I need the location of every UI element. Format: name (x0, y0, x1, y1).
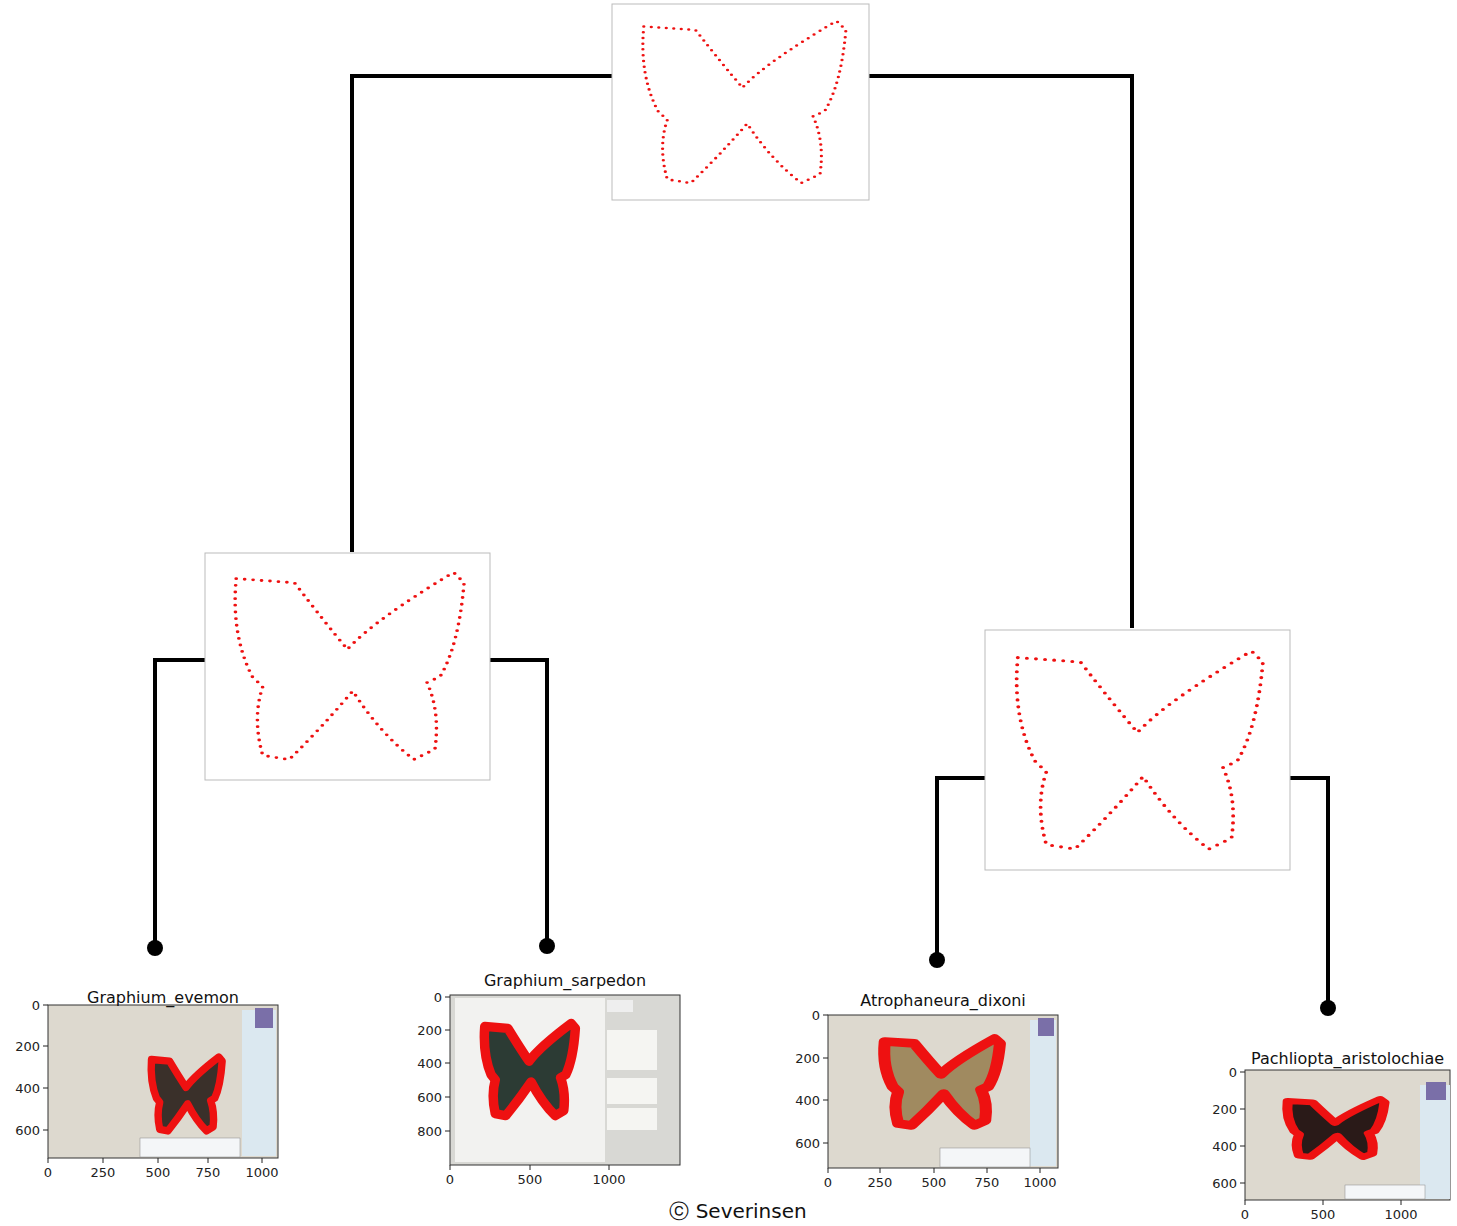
specimen-panel: Pachliopta_aristolochiae (1247, 1049, 1449, 1068)
axis-label: 250 (868, 1175, 893, 1190)
axis-label: 0 (434, 990, 442, 1005)
axis-label: 400 (15, 1081, 40, 1096)
axis-tick (828, 1168, 829, 1173)
axis-tick (450, 1165, 451, 1170)
axis-label: 400 (1212, 1139, 1237, 1154)
axis-tick (823, 1143, 828, 1144)
axis-tick (43, 997, 1401, 1205)
species-title: Graphium_sarpedon (482, 971, 648, 990)
axis-label: 600 (417, 1090, 442, 1105)
specimen-image (48, 995, 1450, 1200)
axis-tick (43, 1046, 48, 1047)
axis-label: 500 (146, 1165, 171, 1180)
axis-tick (445, 1131, 450, 1132)
axis-tick (1040, 1168, 1041, 1173)
outline-plot (205, 4, 1290, 870)
axis-label: 0 (1241, 1207, 1249, 1222)
species-title: Graphium_evemon (85, 988, 241, 1007)
axis-tick (43, 1088, 48, 1089)
specimen-panel: Atrophaneura_dixoni (856, 991, 1030, 1010)
axis-tick (1245, 1200, 1246, 1205)
axis-tick (823, 1015, 828, 1016)
axis-tick (1240, 1183, 1245, 1184)
axis-tick (880, 1168, 881, 1173)
axis-label: 0 (446, 1172, 454, 1187)
axis-label: 0 (32, 998, 40, 1013)
axis-tick (1240, 1109, 1245, 1110)
axis-label: 0 (812, 1008, 820, 1023)
axis-label: 1000 (592, 1172, 625, 1187)
leaf-dot (147, 938, 1336, 1016)
axis-tick (43, 1130, 48, 1131)
axis-tick (262, 1158, 263, 1163)
axis-label: 500 (1311, 1207, 1336, 1222)
axis-label: 600 (1212, 1176, 1237, 1191)
axis-tick (43, 1005, 48, 1006)
copyright-note: ⓒ Severinsen (666, 1198, 809, 1225)
axis-label: 500 (922, 1175, 947, 1190)
axis-label: 400 (795, 1093, 820, 1108)
axis-tick (1240, 1072, 1245, 1073)
axis-tick (1240, 1146, 1245, 1147)
axis-label: 0 (1229, 1065, 1237, 1080)
axis-label: 400 (417, 1056, 442, 1071)
axis-label: 500 (518, 1172, 543, 1187)
axis-tick (823, 1100, 828, 1101)
axis-label: 250 (91, 1165, 116, 1180)
axis-tick (609, 1165, 610, 1170)
axis-tick (103, 1158, 104, 1163)
axis-label: 750 (196, 1165, 221, 1180)
axis-tick (445, 1030, 450, 1031)
axis-label: 1000 (245, 1165, 278, 1180)
axis-tick (1401, 1200, 1402, 1205)
tree-bracket (155, 76, 1328, 1006)
axis-label: 600 (15, 1123, 40, 1138)
axis-tick (445, 997, 450, 998)
species-title: Pachliopta_aristolochiae (1249, 1049, 1446, 1068)
axis-label: 800 (417, 1124, 442, 1139)
axis-label: 0 (824, 1175, 832, 1190)
axis-tick (208, 1158, 209, 1163)
axis-tick (445, 1063, 450, 1064)
axis-label: 200 (15, 1039, 40, 1054)
axis-label: 200 (1212, 1102, 1237, 1117)
axis-label: 0 (44, 1165, 52, 1180)
axis-tick (530, 1165, 531, 1170)
axis-label: 750 (975, 1175, 1000, 1190)
species-title: Atrophaneura_dixoni (858, 991, 1028, 1010)
axis-tick (48, 1158, 49, 1163)
specimen-panel: Graphium_evemon (83, 988, 243, 1007)
axis-tick (445, 1097, 450, 1098)
axis-tick (158, 1158, 159, 1163)
axis-label: 1000 (1384, 1207, 1417, 1222)
axis-label: 600 (795, 1136, 820, 1151)
axis-label: 200 (795, 1051, 820, 1066)
specimen-panel: Graphium_sarpedon (480, 971, 651, 990)
axis-tick (987, 1168, 988, 1173)
axis-label: 1000 (1023, 1175, 1056, 1190)
axis-tick (934, 1168, 935, 1173)
axis-tick (1323, 1200, 1324, 1205)
axis-label: 200 (417, 1023, 442, 1038)
axis-tick (823, 1058, 828, 1059)
